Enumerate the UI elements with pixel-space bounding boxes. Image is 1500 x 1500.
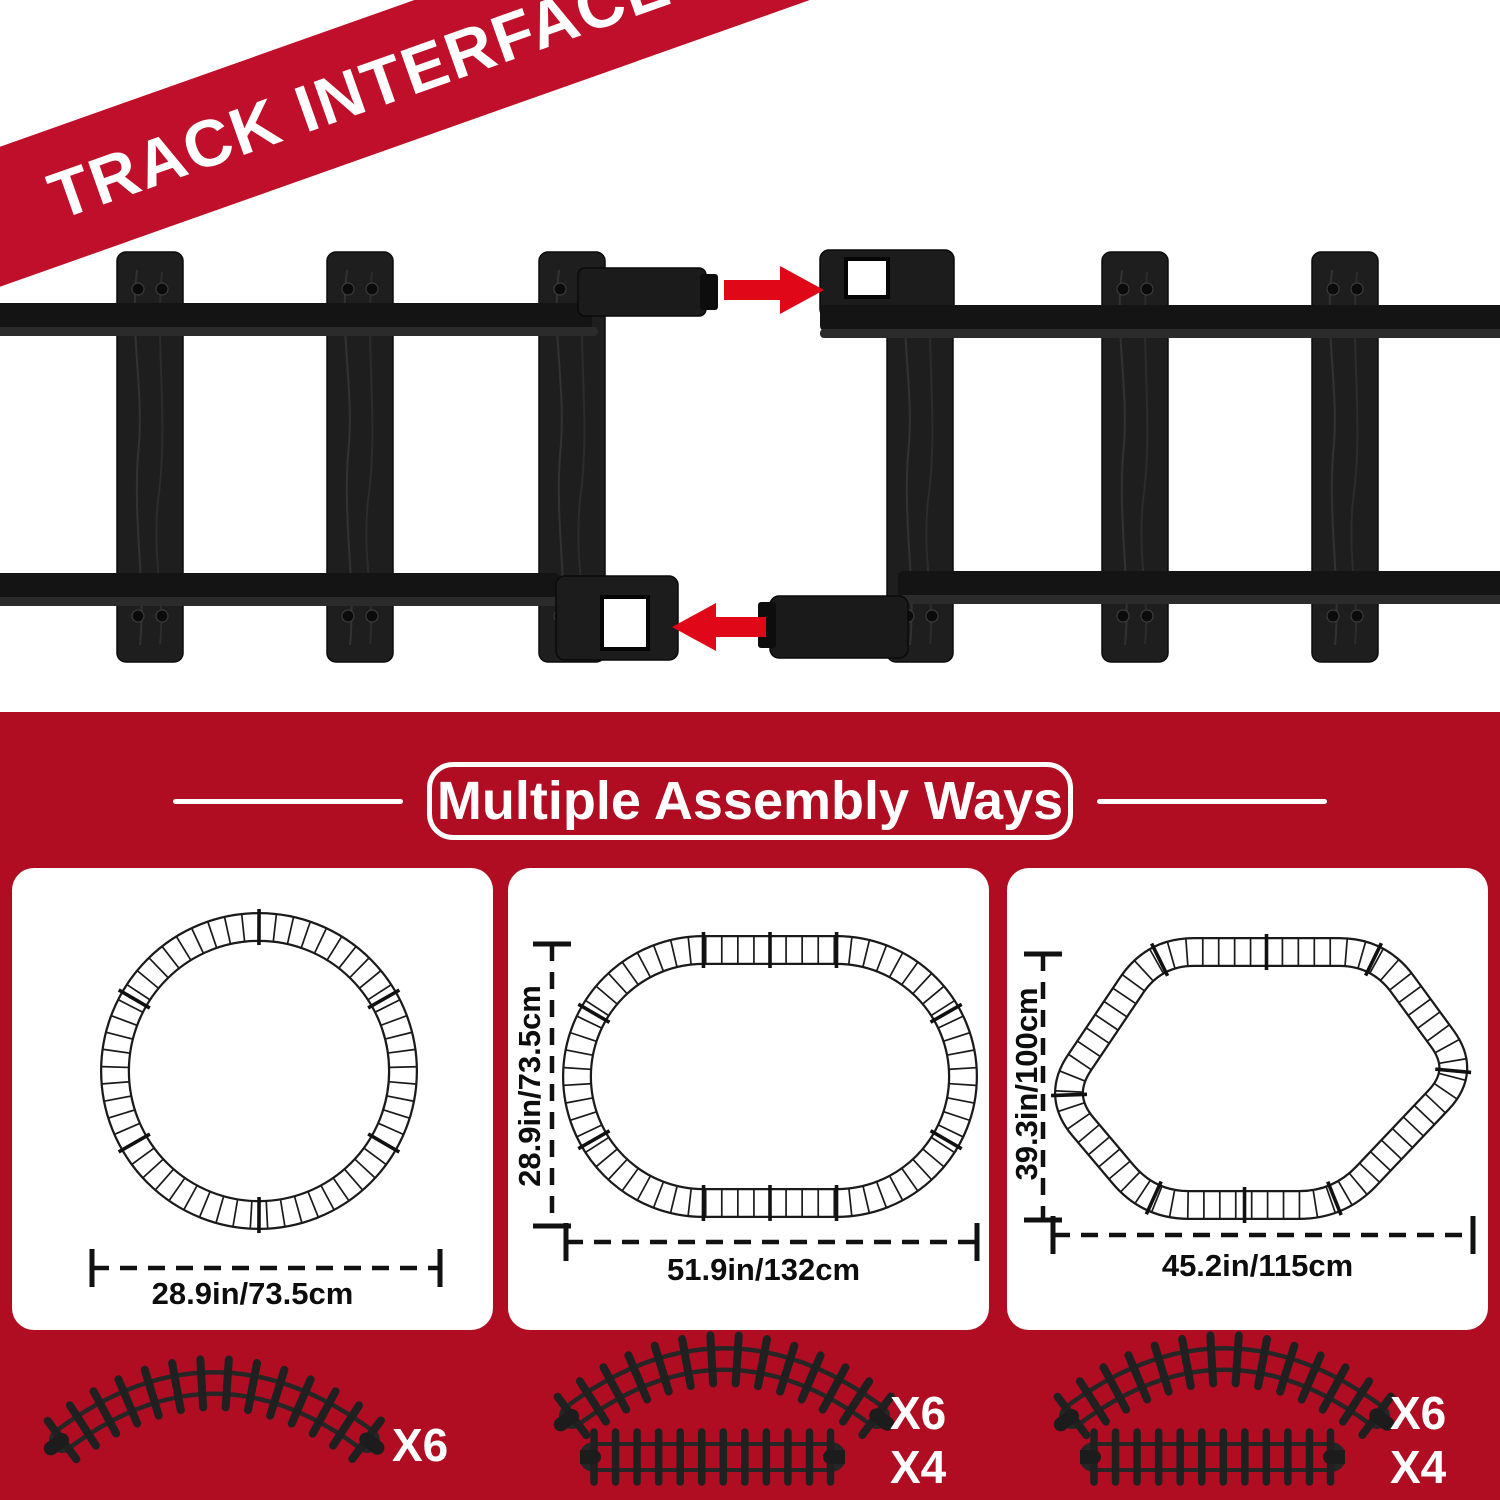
section-title: Multiple Assembly Ways (436, 771, 1064, 831)
layout-card-circle: 28.9in/73.5cm (12, 868, 493, 1330)
curved-track-image (1053, 1331, 1395, 1440)
curved-track-count: X6 (890, 1387, 947, 1439)
straight-track-image (1080, 1428, 1345, 1486)
dimension-label-width: 51.9in/132cm (666, 1252, 861, 1287)
straight-track-image (580, 1428, 845, 1486)
oval-layout-diagram (533, 931, 980, 1261)
hexagon-layout-diagram (1024, 934, 1476, 1254)
straight-track-count: X4 (1390, 1441, 1447, 1493)
dimension-label-width: 28.9in/73.5cm (151, 1276, 354, 1311)
left-track-piece (0, 251, 718, 663)
title-divider-right (1097, 799, 1327, 804)
curved-track-image (43, 1355, 385, 1464)
layout-card-hexagon: 39.3in/100cm 45.2in/115cm (1007, 868, 1488, 1330)
dimension-label-width: 45.2in/115cm (1161, 1248, 1354, 1283)
track-interface-illustration (0, 249, 1500, 663)
section-title-box: Multiple Assembly Ways (427, 762, 1073, 840)
title-divider-left (173, 799, 403, 804)
right-track-piece (758, 249, 1500, 663)
connect-arrow-right-icon (724, 266, 824, 314)
connect-arrow-left-icon (672, 603, 766, 651)
circle-layout-diagram (89, 908, 443, 1287)
curved-track-count: X6 (1390, 1387, 1447, 1439)
layout-card-oval: 28.9in/73.5cm 51.9in/132cm (508, 868, 989, 1330)
dimension-label-height: 39.3in/100cm (1009, 987, 1044, 1181)
dimension-label-height: 28.9in/73.5cm (512, 985, 547, 1187)
straight-track-count: X4 (890, 1441, 947, 1493)
curved-track-image (553, 1331, 895, 1440)
curved-track-count: X6 (392, 1419, 449, 1471)
